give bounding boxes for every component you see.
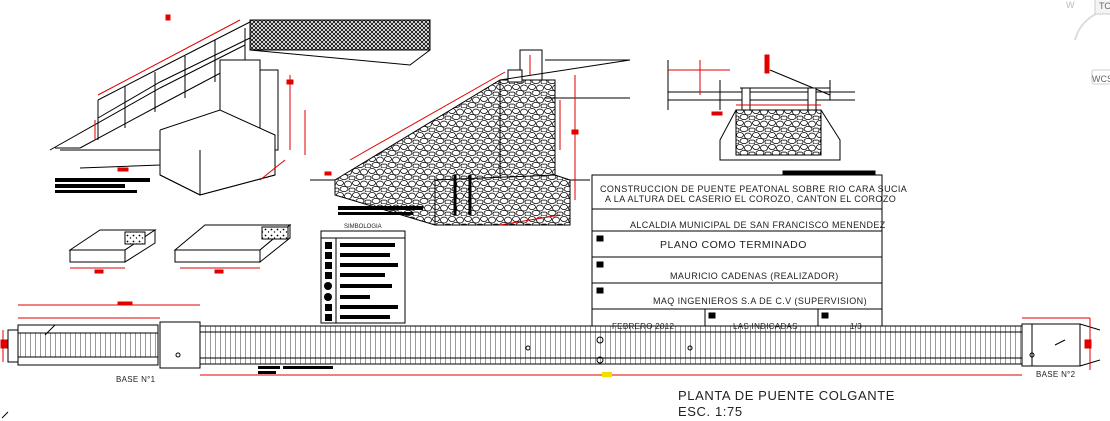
legend-title: SIMBOLOGIA: [344, 224, 382, 230]
author-name: MAURICIO CADENAS (REALIZADOR): [670, 271, 839, 281]
bridge-plan-view: [7, 321, 1101, 369]
supervisor-name: MAQ INGENIEROS S.A DE C.V (SUPERVISION): [653, 296, 867, 306]
detail-block-1: [68, 229, 157, 263]
isometric-dimension-lines: [94, 14, 306, 181]
legend-box: [320, 230, 406, 324]
plan-notes: [258, 366, 333, 374]
drawing-date: FEBRERO 2012: [612, 322, 675, 331]
detail-dimensions: [70, 267, 260, 274]
viewcube-ring-icon: [1074, 0, 1110, 85]
plan-scale: ESC. 1:75: [678, 404, 743, 419]
drawing-scale: LAS INDICADAS: [733, 322, 798, 331]
base-2-label: BASE N°2: [1036, 370, 1076, 379]
cross-section-dimensions: [668, 54, 821, 116]
project-line-1: CONSTRUCCION DE PUENTE PEATONAL SOBRE RI…: [600, 184, 908, 194]
sheet-number: 1/3: [850, 322, 863, 331]
plan-dimensions: [0, 301, 1092, 376]
isometric-stair-view: [49, 19, 431, 196]
base-1-label: BASE N°1: [116, 375, 156, 384]
gabion-wall-view: [310, 49, 631, 226]
plan-title: PLANTA DE PUENTE COLGANTE: [678, 388, 896, 403]
owner-name: ALCALDIA MUNICIPAL DE SAN FRANCISCO MENE…: [630, 220, 886, 230]
wcs-button[interactable]: WCS: [1092, 74, 1110, 84]
isometric-notes: [55, 178, 150, 193]
gabion-notes: [338, 206, 423, 215]
gabion-dimension-lines: [324, 55, 579, 226]
corner-tick: [1, 411, 9, 419]
detail-block-2: [173, 223, 292, 264]
project-line-2: A LA ALTURA DEL CASERIO EL COROZO, CANTO…: [605, 194, 897, 204]
plan-yellow-marker: [602, 372, 612, 377]
cross-section-view: [667, 60, 855, 161]
viewcube-top-face[interactable]: TO: [1099, 1, 1110, 11]
viewcube-widget[interactable]: TO W WCS: [1066, 0, 1110, 100]
sheet-name: PLANO COMO TERMINADO: [660, 239, 807, 251]
viewcube-west[interactable]: W: [1066, 0, 1075, 10]
